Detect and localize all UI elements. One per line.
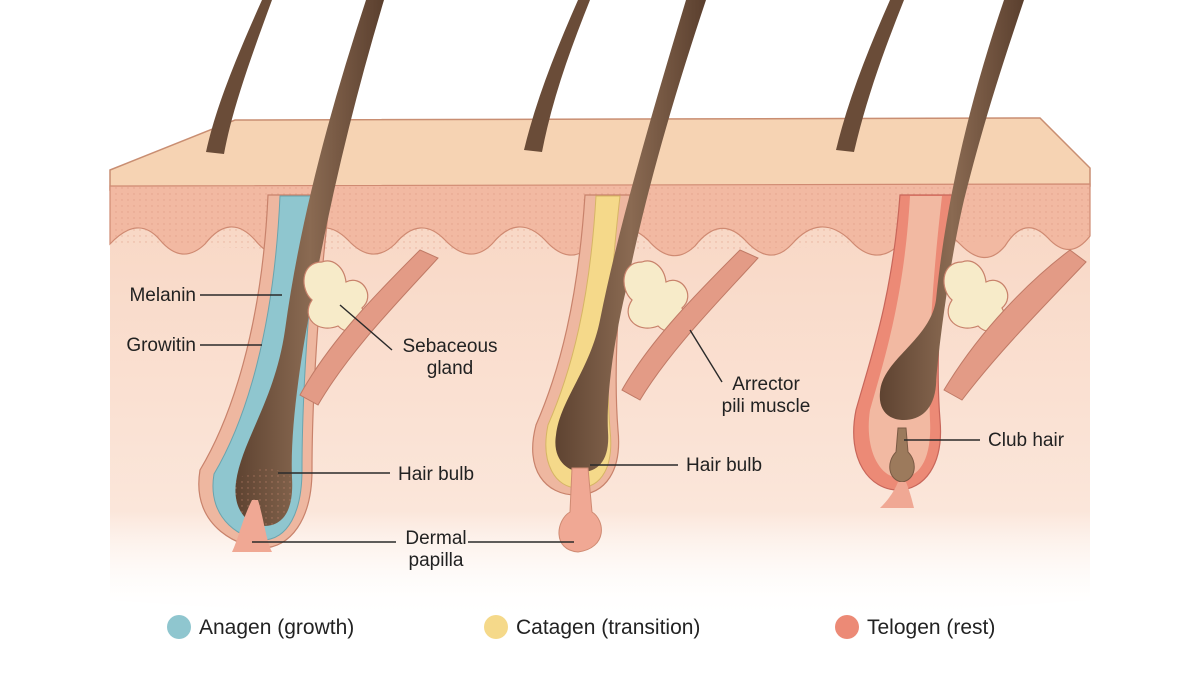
catagen-hair-shaft <box>555 0 706 472</box>
melanin-label: Melanin <box>129 285 196 306</box>
arrector-label-line2: pili muscle <box>722 396 811 417</box>
dermal-papilla-label-line2: papilla <box>409 550 464 571</box>
anagen-arrector-muscle <box>299 249 439 406</box>
legend-swatch-catagen <box>484 615 508 639</box>
telogen-secondary-hair <box>836 0 904 152</box>
legend-label-catagen: Catagen (transition) <box>516 616 700 639</box>
legend-label-telogen: Telogen (rest) <box>867 616 995 639</box>
anagen-dermal-papilla <box>232 500 272 552</box>
sebaceous-label-line1: Sebaceous <box>402 336 497 357</box>
legend-swatch-telogen <box>835 615 859 639</box>
telogen-follicle <box>836 0 1087 508</box>
telogen-club-hair <box>889 427 915 483</box>
sebaceous-label-line2: gland <box>427 358 474 379</box>
legend: Anagen (growth) Catagen (transition) Tel… <box>167 615 995 639</box>
legend-swatch-anagen <box>167 615 191 639</box>
catagen-secondary-hair <box>524 0 590 152</box>
telogen-papilla-strand <box>880 482 914 508</box>
skin-surface <box>109 117 1091 191</box>
telogen-arrector-muscle <box>943 249 1087 401</box>
anagen-hair-shaft <box>235 0 384 526</box>
dermal-papilla-label-line1: Dermal <box>405 528 466 549</box>
hair-bulb-catagen-label: Hair bulb <box>686 455 762 476</box>
anagen-secondary-hair <box>206 0 272 154</box>
anagen-follicle <box>198 0 439 552</box>
catagen-follicle <box>524 0 759 553</box>
telogen-hair-shaft <box>879 0 1024 420</box>
sebaceous-leader <box>339 304 393 351</box>
club-hair-label: Club hair <box>988 430 1065 451</box>
arrector-label-line1: Arrector <box>732 374 800 395</box>
catagen-dermal-papilla <box>558 467 602 553</box>
growitin-label: Growitin <box>126 335 196 356</box>
hair-bulb-anagen-label: Hair bulb <box>398 464 474 485</box>
catagen-arrector-muscle <box>621 249 759 401</box>
legend-label-anagen: Anagen (growth) <box>199 616 354 639</box>
arrector-leader <box>689 329 723 383</box>
